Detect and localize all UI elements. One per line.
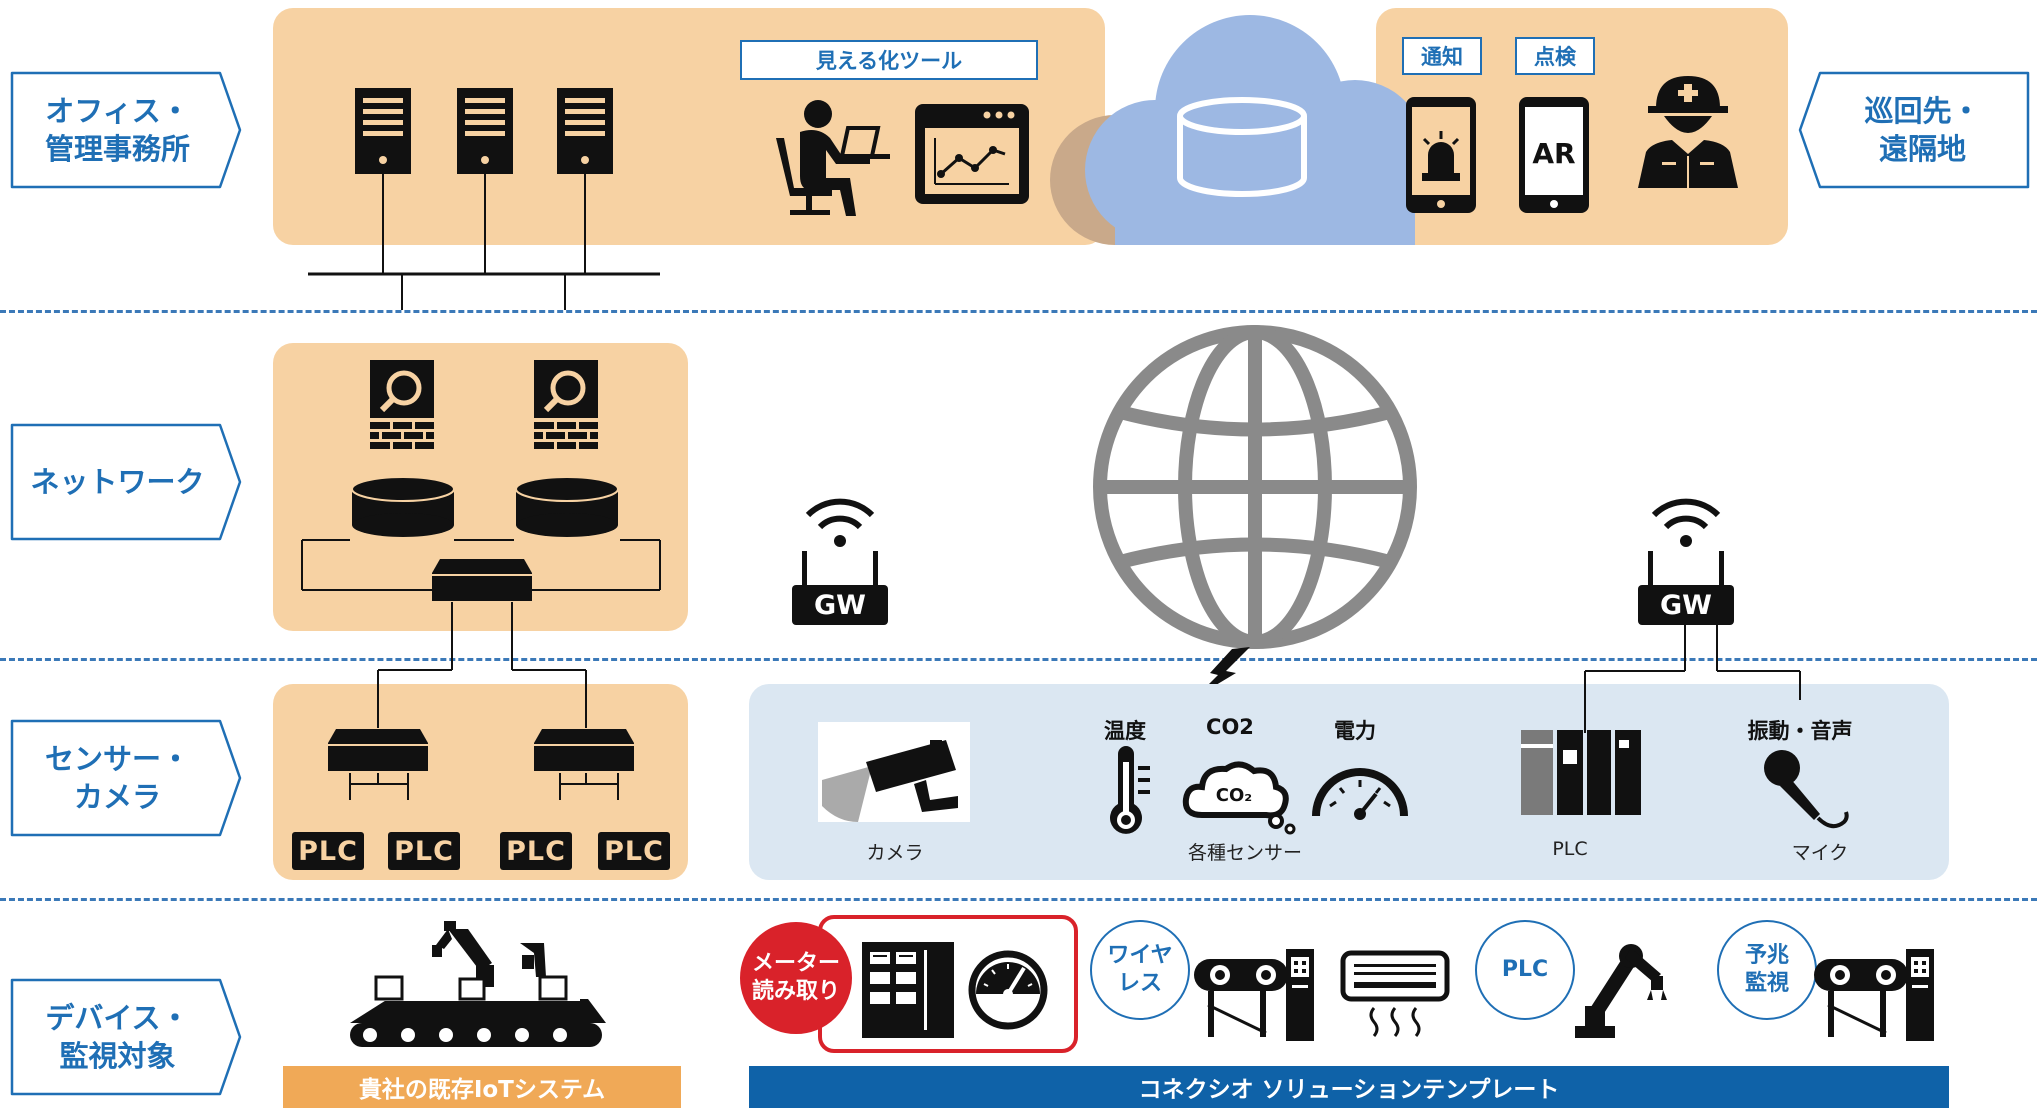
sensor-lines (349, 668, 619, 800)
co2-icon-text: CO₂ (1216, 785, 1252, 806)
office-network-lines (308, 174, 660, 310)
server-icon (457, 88, 513, 174)
temperature-label: 温度 (1104, 719, 1146, 743)
plc-rack-icon (1521, 730, 1641, 815)
wifi-router-icon (792, 498, 888, 625)
security-camera-icon (818, 722, 970, 822)
conveyor-machine-icon (1194, 949, 1314, 1041)
inspection-tag: 点検 (1515, 37, 1595, 75)
existing-iot-bar: 貴社の既存IoTシステム (283, 1066, 681, 1108)
mic-label: マイク (1791, 842, 1849, 864)
section-divider (0, 658, 2037, 661)
globe-icon (1093, 325, 1417, 649)
various-sensors-label: 各種センサー (1187, 842, 1302, 864)
gateway-lines (1584, 625, 1801, 733)
row-label-remote: 巡回先・ 遠隔地 (1798, 71, 2030, 189)
co2-cloud-icon: CO₂ (1182, 761, 1296, 835)
firewall-search-icon (534, 360, 598, 449)
dashboard-chart-icon (915, 104, 1029, 204)
database-icon (1177, 97, 1307, 197)
meter-gauge-icon (968, 950, 1048, 1030)
plc-box: PLC (388, 832, 460, 870)
air-conditioner-icon (1340, 950, 1450, 1037)
row-label-office: オフィス・ 管理事務所 (10, 71, 242, 189)
vibration-sound-label: 振動・音声 (1747, 719, 1853, 743)
plc-box: PLC (500, 832, 572, 870)
meter-reading-badge: メーター 読み取り (740, 922, 852, 1034)
ar-label: AR (1532, 137, 1575, 170)
network-switch-icon (432, 559, 532, 601)
server-icon (355, 88, 411, 174)
plc-box: PLC (292, 832, 364, 870)
server-icon (557, 88, 613, 174)
predictive-monitoring-badge: 予兆 監視 (1717, 920, 1817, 1020)
camera-label: カメラ (866, 842, 924, 864)
thermometer-icon (1110, 746, 1150, 834)
network-lines (301, 539, 661, 670)
microphone-icon (1764, 750, 1849, 829)
plc-box: PLC (598, 832, 670, 870)
wifi-router-icon (1638, 498, 1734, 625)
notification-tag: 通知 (1402, 37, 1482, 75)
co2-label: CO2 (1206, 715, 1254, 739)
row-label-sensor-camera: センサー・ カメラ (10, 719, 242, 837)
plc-badge: PLC (1475, 920, 1575, 1020)
worker-icon (1638, 76, 1738, 188)
plc-label: PLC (1552, 838, 1588, 860)
robot-arm-icon (1575, 944, 1667, 1038)
storage-disk-icon (351, 476, 455, 537)
firewall-search-icon (370, 360, 434, 449)
alarm-phone-icon (1406, 97, 1476, 213)
section-divider (0, 898, 2037, 901)
power-gauge-icon (1312, 768, 1408, 820)
row-label-device: デバイス・ 監視対象 (10, 978, 242, 1096)
network-switch-icon (328, 729, 428, 771)
conveyor-machine-icon (1814, 949, 1934, 1041)
cloud-icon (1050, 15, 1425, 245)
power-label: 電力 (1334, 719, 1376, 743)
person-at-computer-icon (776, 100, 890, 216)
wireless-badge: ワイヤ レス (1090, 920, 1190, 1020)
storage-disk-icon (515, 476, 619, 537)
gateway-label: GW (1660, 589, 1712, 621)
control-panel-icon (862, 942, 954, 1038)
section-divider (0, 310, 2037, 313)
network-switch-icon (534, 729, 634, 771)
visualization-tool-tag: 見える化ツール (740, 40, 1038, 80)
ar-phone-icon: AR (1519, 97, 1589, 213)
robot-arm-conveyor-icon (350, 921, 606, 1047)
row-label-network: ネットワーク (10, 423, 242, 541)
gateway-label: GW (814, 589, 866, 621)
conexio-template-bar: コネクシオ ソリューションテンプレート (749, 1066, 1949, 1108)
